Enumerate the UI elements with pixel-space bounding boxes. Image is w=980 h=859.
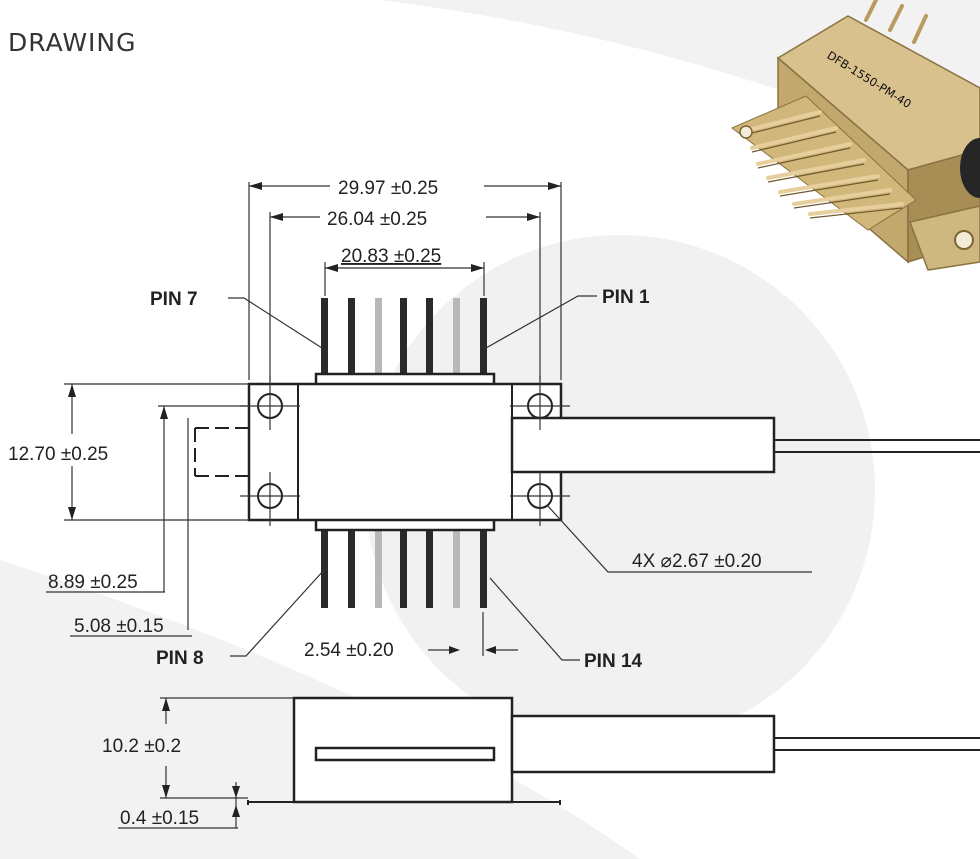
pitch-dimension	[428, 612, 518, 656]
dim-flange: 0.4 ±0.15	[120, 808, 199, 829]
side-view	[118, 696, 980, 829]
dim-width-pins: 20.83 ±0.25	[341, 246, 441, 267]
package-body	[247, 382, 563, 522]
top-pins	[321, 298, 487, 376]
bottom-pins	[321, 528, 487, 608]
page-title: DRAWING	[8, 28, 137, 57]
dim-height-overall: 12.70 ±0.25	[8, 444, 108, 465]
dim-width-overall: 29.97 ±0.25	[338, 178, 438, 199]
dim-holes: 4X ⌀2.67 ±0.20	[632, 551, 762, 572]
label-pin1: PIN 1	[602, 287, 650, 308]
top-view: 29.97 ±0.25 26.04 ±0.25 20.83 ±0.25 12.7…	[8, 178, 980, 672]
product-photo	[731, 0, 980, 271]
pin-leaders	[228, 295, 812, 661]
label-pin7: PIN 7	[150, 289, 198, 310]
dim-height-holes: 8.89 ±0.25	[48, 572, 138, 593]
dashed-slot	[194, 427, 248, 477]
dim-height-slot: 5.08 ±0.15	[74, 616, 164, 637]
label-pin14: PIN 14	[584, 651, 643, 672]
side-boot	[510, 714, 776, 774]
dim-width-holes: 26.04 ±0.25	[327, 209, 427, 230]
dim-side-height: 10.2 ±0.2	[102, 736, 181, 757]
side-window	[314, 746, 496, 762]
height-dimensions	[46, 383, 249, 637]
dim-pin-pitch: 2.54 ±0.20	[304, 640, 394, 661]
width-dimensions	[248, 182, 562, 380]
fiber-boot	[510, 416, 776, 474]
mounting-holes	[240, 376, 570, 526]
label-pin8: PIN 8	[156, 648, 204, 669]
